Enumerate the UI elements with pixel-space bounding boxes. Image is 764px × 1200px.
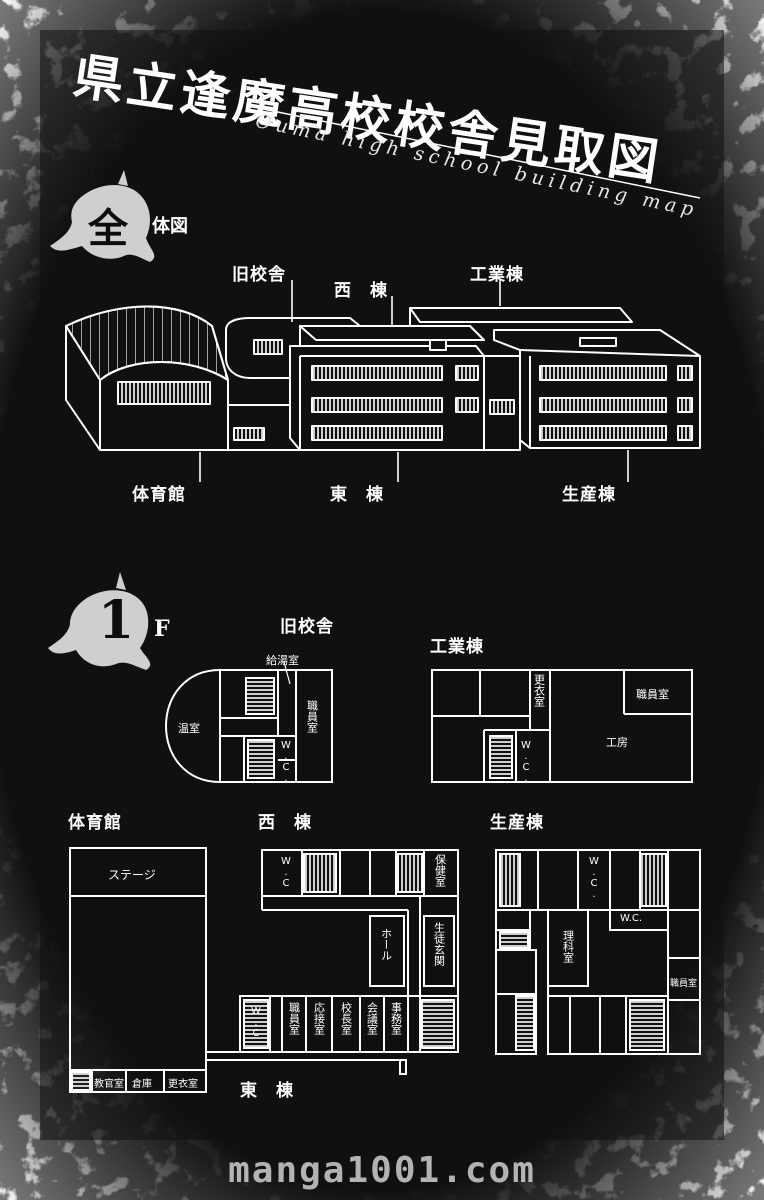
label-old-building: 旧校舎: [232, 265, 286, 285]
overview-heading: 体図: [152, 216, 188, 237]
old-building-kyuto: 給湯室: [266, 654, 299, 667]
industry-wc: W.C.: [520, 740, 532, 784]
east-shokuin: 職員室: [287, 1002, 301, 1035]
industry-plan: [431, 669, 693, 783]
title-rule: [257, 107, 701, 199]
gym-soko: 倉庫: [132, 1079, 152, 1090]
floor-ink-splat: [48, 572, 151, 670]
industry-title: 工業棟: [430, 637, 484, 657]
production-plan: [495, 849, 701, 1055]
label-gym: 体育館: [132, 485, 186, 505]
overview-ink-splat: [50, 170, 155, 262]
label-east: 東 棟: [330, 485, 384, 505]
industry-shokuin: 職員室: [636, 688, 669, 701]
industry-koui: 更衣室: [532, 674, 546, 707]
gym-windows: [117, 381, 211, 405]
east-osetsu: 応接室: [312, 1002, 326, 1035]
old-building-onshitsu: 温室: [178, 722, 200, 735]
production-shokuin: 職員室: [670, 979, 698, 989]
west-hall: ホール: [379, 928, 393, 961]
west-genkan: 生徒玄関: [432, 922, 446, 966]
production-wc2: W.C.: [620, 913, 643, 924]
overview-drawing: [65, 280, 701, 482]
west-title: 西 棟: [258, 813, 312, 833]
production-rika: 理科室: [561, 930, 575, 963]
east-wc: W.C.: [250, 1006, 262, 1050]
leader-lines: [199, 280, 629, 482]
east-kaigi: 会議室: [365, 1002, 379, 1035]
old-building-plan: [164, 661, 333, 783]
label-west: 西 棟: [334, 281, 388, 301]
industry-kobo: 工房: [606, 736, 628, 749]
west-building-drawing: [299, 325, 485, 341]
label-production: 生産棟: [562, 485, 616, 505]
overview-mark: 全: [88, 205, 128, 252]
gym-koui: 更衣室: [168, 1079, 198, 1090]
west-hoken: 保健室: [433, 854, 447, 887]
production-building-drawing: [493, 329, 701, 449]
production-wc1: W.C.: [588, 856, 600, 900]
west-wc: W.C.: [280, 856, 292, 900]
industry-building-drawing: [409, 307, 633, 326]
label-industry: 工業棟: [470, 265, 524, 285]
gym-building: [65, 305, 229, 451]
gym-kyokan: 教官室: [94, 1079, 124, 1090]
east-kocho: 校長室: [339, 1002, 353, 1035]
old-building-wc: W.C.: [280, 740, 292, 784]
west-east-plan: [239, 849, 459, 1075]
gym-stage: ステージ: [108, 868, 156, 882]
old-building-shokuin: 職員室: [305, 700, 319, 733]
floor-mark: 1: [98, 590, 135, 651]
watermark: manga1001.com: [228, 1150, 536, 1191]
east-jimu: 事務室: [389, 1002, 403, 1035]
gym-title: 体育館: [68, 813, 122, 833]
floor1-drawing: [69, 661, 701, 1093]
production-title: 生産棟: [490, 813, 544, 833]
old-building-title: 旧校舎: [280, 617, 334, 637]
east-building-drawing: [289, 339, 485, 451]
floor-heading: F: [154, 616, 170, 642]
east-title: 東 棟: [240, 1081, 294, 1101]
